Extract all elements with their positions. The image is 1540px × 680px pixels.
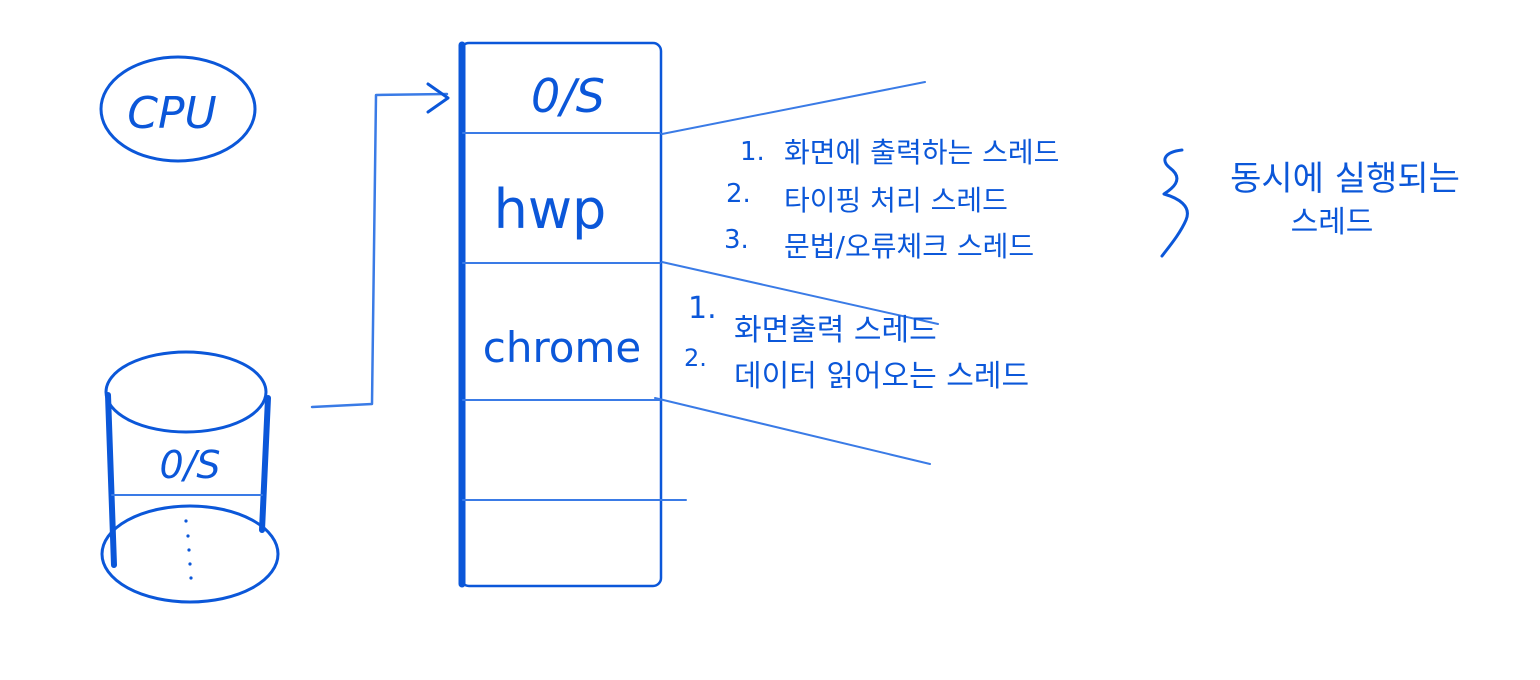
- chrome-thread-number: 1.: [688, 291, 717, 326]
- hwp-brace-note-line2: 스레드: [1291, 205, 1374, 240]
- hwp-thread-text: 화면에 출력하는 스레드: [784, 136, 1059, 169]
- load-arrow-line: [310, 92, 449, 409]
- hwp-thread-item: 1. 화면에 출력하는 스레드: [740, 136, 1059, 169]
- hwp-expansion-bottom: [661, 261, 939, 325]
- chrome-thread-item: 1. 화면출력 스레드: [688, 291, 937, 348]
- hwp-thread-text: 타이핑 처리 스레드: [784, 184, 1008, 217]
- load-arrow-head: [426, 82, 450, 114]
- chrome-thread-list: 1. 화면출력 스레드 2. 데이터 읽어오는 스레드: [684, 291, 1029, 394]
- hwp-expansion-lines: [661, 81, 939, 325]
- chrome-thread-text: 데이터 읽어오는 스레드: [734, 359, 1029, 394]
- hwp-threads-brace: [1160, 148, 1189, 258]
- memory-hwp-label: hwp: [494, 178, 607, 241]
- cpu-label: CPU: [127, 88, 216, 139]
- disk-label: 0/S: [159, 443, 220, 487]
- chrome-thread-number: 2.: [684, 344, 707, 372]
- chrome-thread-text: 화면출력 스레드: [734, 313, 937, 348]
- memory-os-label: 0/S: [531, 69, 605, 123]
- chrome-expansion-bottom: [654, 397, 931, 465]
- hwp-thread-number: 2.: [726, 179, 751, 209]
- cpu-node: CPU: [99, 55, 257, 163]
- hwp-expansion-top: [661, 81, 926, 135]
- disk-ellipsis-dots: [184, 519, 193, 580]
- memory-chrome-label: chrome: [483, 323, 642, 372]
- hwp-thread-item: 3. 문법/오류체크 스레드: [724, 225, 1034, 263]
- memory-column: 0/S hwp chrome: [458, 41, 687, 588]
- disk-bottom-ellipse: [100, 504, 280, 604]
- hwp-thread-number: 3.: [724, 225, 749, 255]
- hwp-thread-item: 2. 타이핑 처리 스레드: [726, 179, 1008, 217]
- cpu-ellipse: [99, 55, 257, 163]
- disk-left-side: [105, 392, 117, 568]
- chrome-expansion-lines: [654, 397, 931, 465]
- hwp-brace-note-line1: 동시에 실행되는: [1230, 159, 1460, 199]
- chrome-thread-item: 2. 데이터 읽어오는 스레드: [684, 344, 1029, 394]
- disk-cylinder: 0/S: [100, 350, 280, 604]
- load-arrow: [310, 82, 450, 409]
- hwp-brace-note: 동시에 실행되는 스레드: [1230, 159, 1460, 240]
- disk-top-ellipse: [104, 350, 268, 434]
- disk-right-side: [259, 395, 271, 533]
- hwp-thread-number: 1.: [740, 137, 765, 167]
- memory-box: [459, 41, 663, 588]
- hwp-thread-list: 1. 화면에 출력하는 스레드 2. 타이핑 처리 스레드 3. 문법/오류체크…: [724, 136, 1059, 263]
- hwp-thread-text: 문법/오류체크 스레드: [784, 230, 1034, 263]
